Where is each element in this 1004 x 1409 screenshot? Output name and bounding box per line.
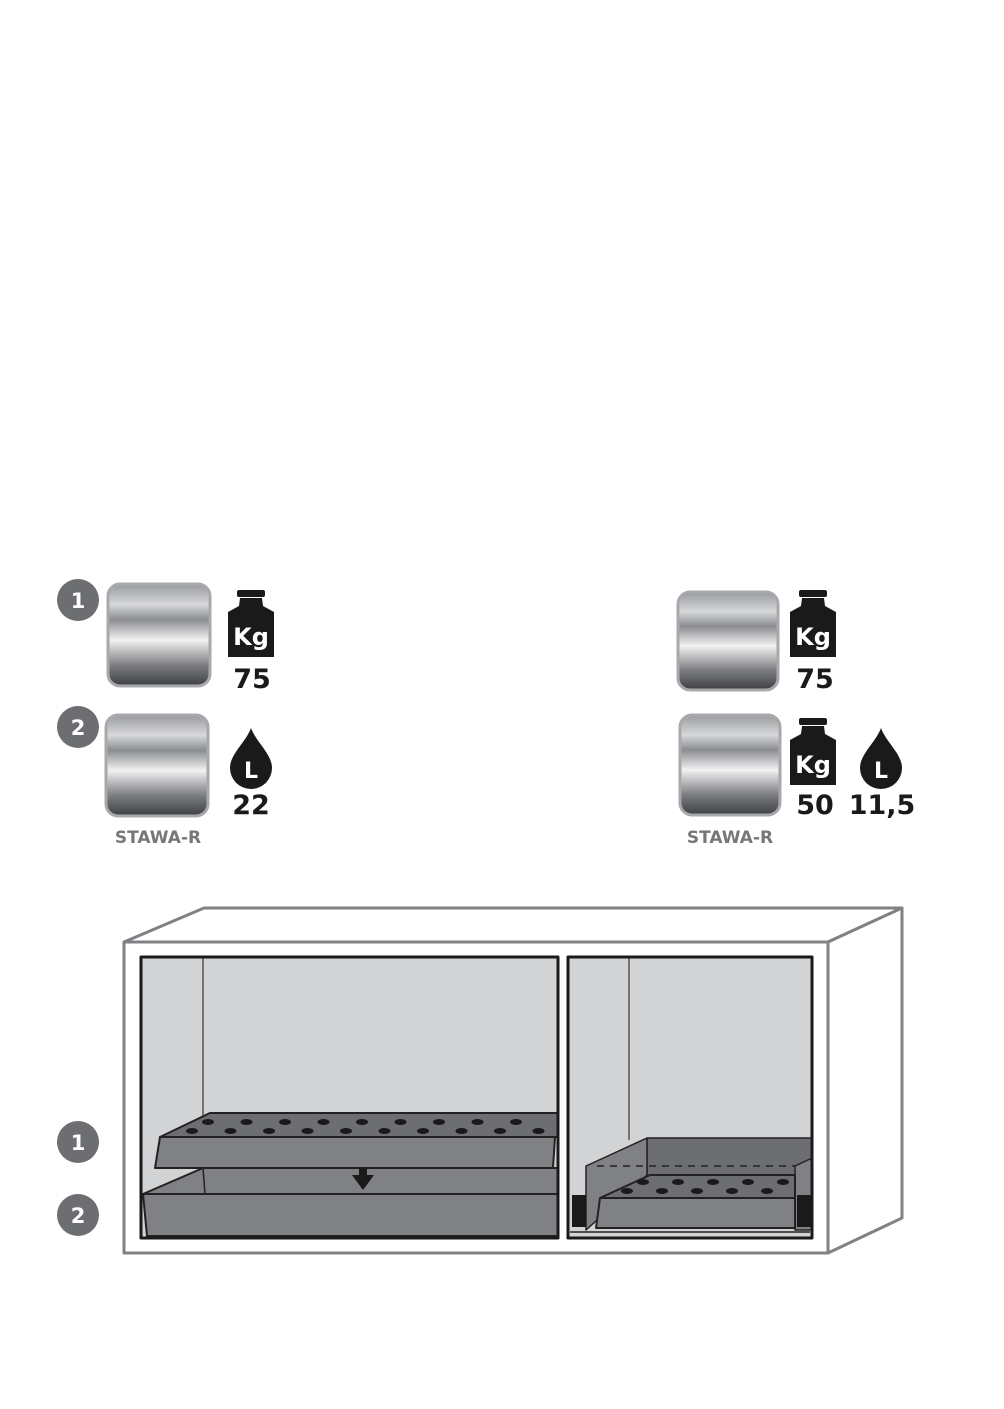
perforation-hole — [742, 1179, 754, 1185]
svg-text:1: 1 — [71, 1131, 86, 1155]
shelf-1-load: 75 — [796, 664, 834, 695]
svg-text:2: 2 — [71, 716, 86, 740]
perforation-hole — [394, 1119, 407, 1125]
shelf-2-metal-icon — [104, 713, 210, 818]
perforation-hole — [471, 1119, 484, 1125]
arrow-down-icon — [352, 1168, 374, 1190]
perforation-hole — [494, 1128, 506, 1134]
perforation-hole — [707, 1179, 719, 1185]
shelf-1-load: 75 — [233, 664, 271, 695]
weight-icon: Kg — [790, 718, 836, 785]
perforated-shelf — [154, 1112, 559, 1169]
drop-icon: L — [230, 728, 272, 789]
shelf-2-badge: 2 — [57, 706, 99, 748]
left-compartment — [139, 955, 560, 1240]
perforation-hole — [621, 1188, 633, 1194]
perforation-hole — [279, 1119, 291, 1125]
svg-text:Kg: Kg — [795, 623, 831, 651]
perforation-hole — [317, 1119, 330, 1125]
shelf-1-badge: 1 — [57, 579, 99, 621]
perforation-hole — [672, 1179, 684, 1185]
shelf-2-volume: 11,5 — [849, 790, 916, 821]
perforation-hole — [356, 1119, 368, 1125]
cabinet-badge-1: 1 — [57, 1121, 99, 1163]
shelf-2-load: 50 — [796, 790, 834, 821]
perforation-hole — [301, 1128, 314, 1134]
perforation-hole — [777, 1179, 789, 1185]
weight-icon: Kg — [790, 590, 836, 657]
svg-text:Kg: Kg — [795, 751, 831, 779]
shelf-2-volume: 22 — [232, 790, 270, 821]
perforation-hole — [417, 1128, 429, 1134]
perforation-hole — [240, 1119, 253, 1125]
right-compartment — [566, 955, 814, 1240]
drop-icon: L — [860, 728, 902, 789]
perforation-hole — [761, 1188, 773, 1194]
perforation-hole — [656, 1188, 668, 1194]
perforation-hole — [532, 1128, 545, 1134]
weight-icon: Kg — [228, 590, 274, 657]
cabinet: 1 2 — [57, 906, 904, 1255]
perforation-hole — [263, 1128, 275, 1134]
perforation-hole — [378, 1128, 391, 1134]
perforation-hole — [637, 1179, 649, 1185]
svg-text:1: 1 — [71, 589, 86, 613]
cabinet-badge-2: 2 — [57, 1194, 99, 1236]
left-legend: 1 Kg 75 2 L 22 STAWA-R — [57, 579, 274, 848]
perforation-hole — [186, 1128, 198, 1134]
shelf-1-metal-icon — [106, 582, 212, 688]
perforation-hole — [433, 1119, 445, 1125]
perforation-hole — [726, 1188, 738, 1194]
perforation-hole — [202, 1119, 214, 1125]
perforation-hole — [224, 1128, 237, 1134]
perforation-hole — [340, 1128, 352, 1134]
model-label: STAWA-R — [115, 828, 201, 848]
sump-tray — [142, 1167, 559, 1237]
perforation-hole — [691, 1188, 703, 1194]
svg-text:2: 2 — [71, 1204, 86, 1228]
sump-tray — [570, 1137, 813, 1233]
model-label: STAWA-R — [687, 828, 773, 848]
svg-text:L: L — [244, 759, 258, 784]
perforation-hole — [455, 1128, 468, 1134]
svg-text:Kg: Kg — [233, 623, 269, 651]
svg-text:L: L — [874, 759, 888, 784]
shelf-1-metal-icon — [676, 590, 780, 692]
shelf-2-metal-icon — [678, 713, 782, 817]
perforation-hole — [510, 1119, 522, 1125]
right-legend: Kg 75 Kg 50 L 11,5 STAWA-R — [676, 590, 916, 848]
